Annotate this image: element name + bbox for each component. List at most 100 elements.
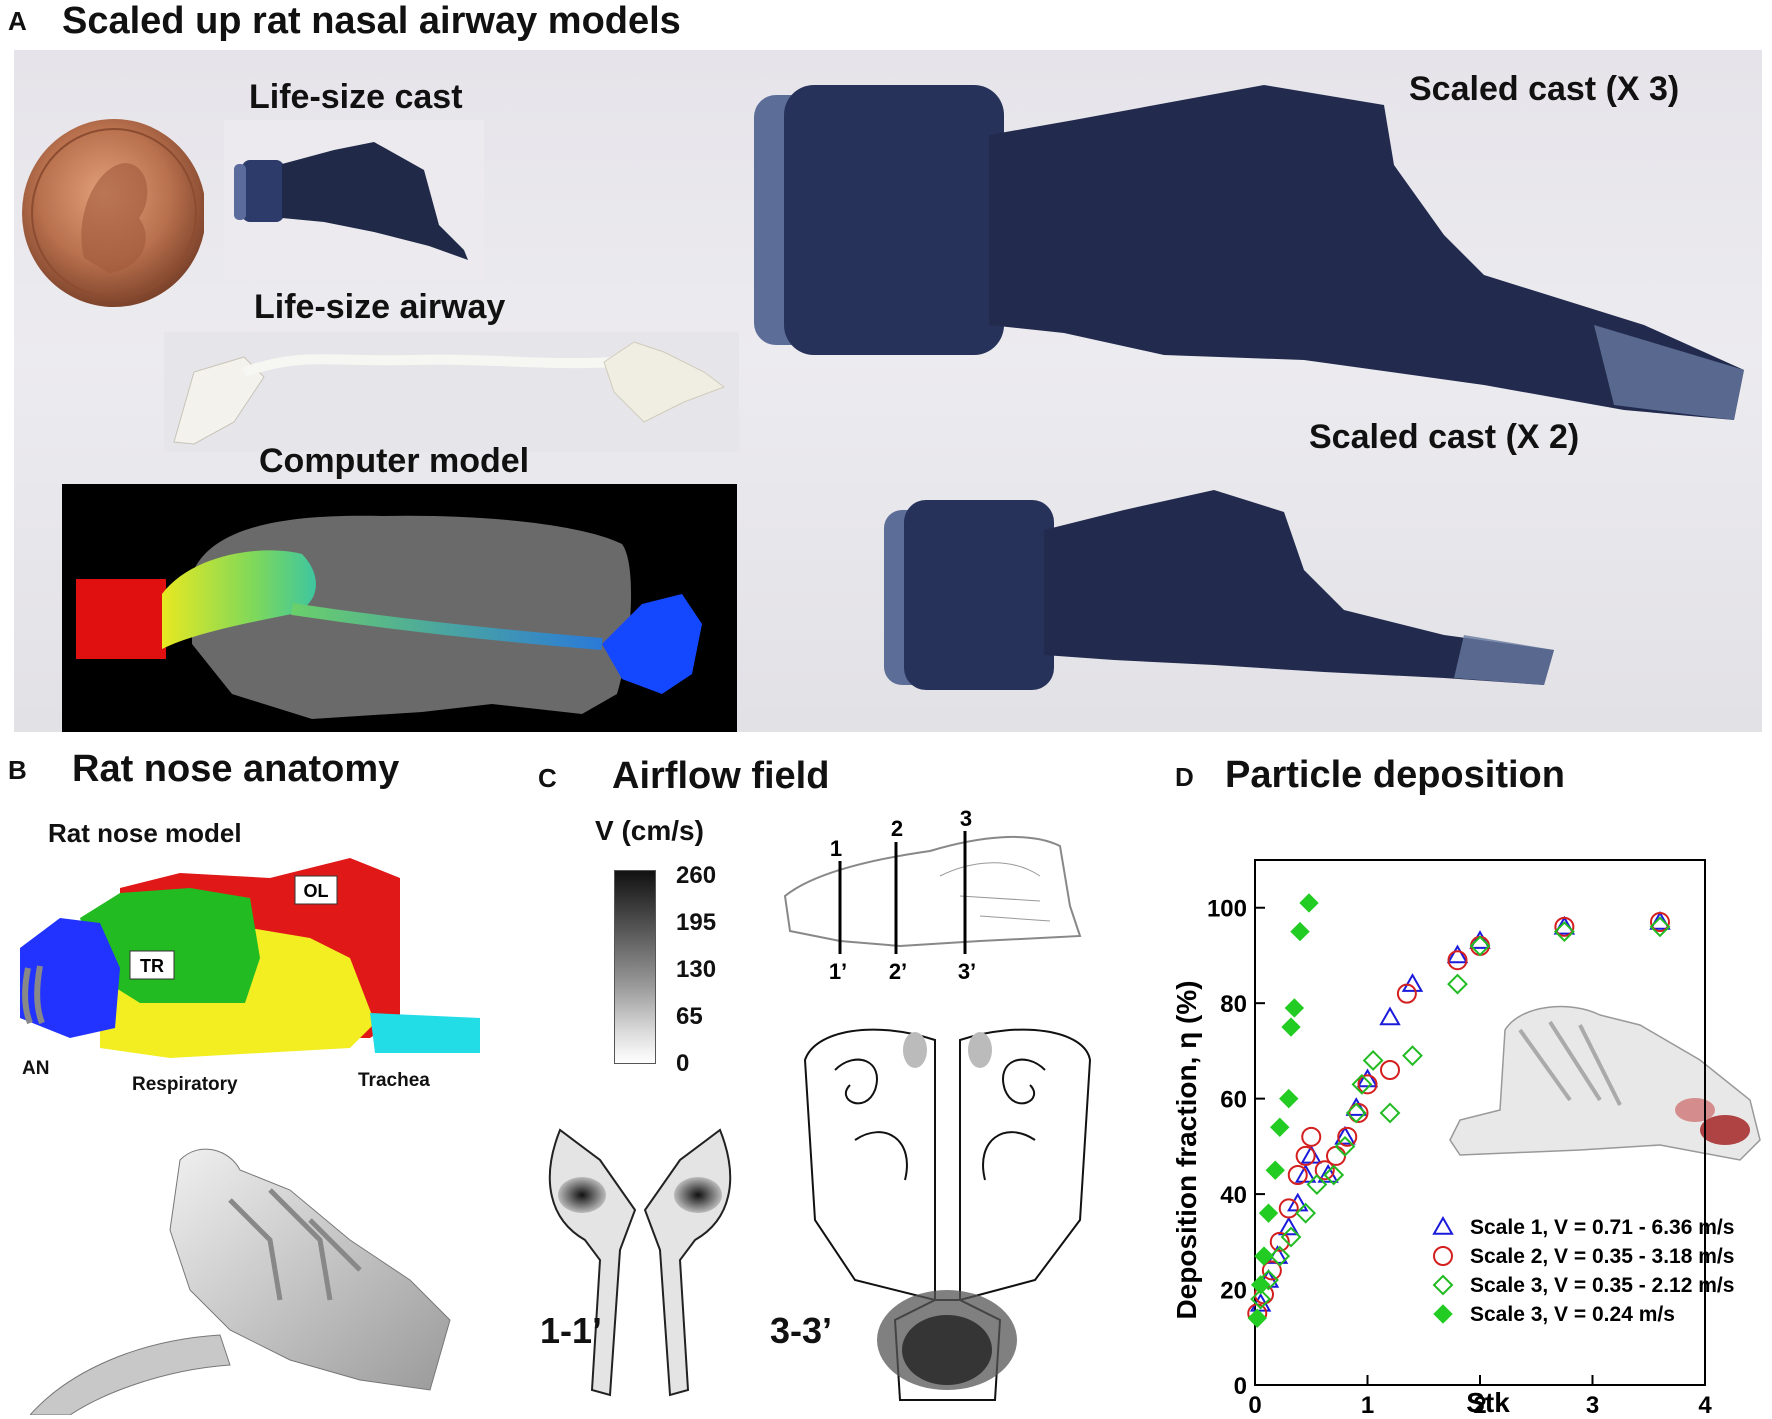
data-point-triangle [1334,1125,1356,1145]
data-point-diamond-filled [1433,1304,1453,1324]
data-point-diamond-open [1432,1274,1454,1296]
data-point-circle [1348,1102,1369,1123]
data-point-diamond-open [1295,1202,1317,1224]
data-point-diamond-filled [1247,1308,1267,1328]
data-point-diamond-open [1334,1135,1356,1157]
data-point-circle [1470,935,1490,956]
y-tick-label: 0 [1234,1373,1247,1400]
data-point-diamond-open [1351,1073,1373,1095]
data-point-diamond-filled [1279,1088,1299,1109]
cross-section-3 [803,1028,1092,1401]
section-location-diagram: 1 2 3 1’ 2’ 3’ [783,806,1082,984]
data-point-diamond-filled [1284,998,1305,1018]
life-size-airway-label: Life-size airway [254,288,506,326]
data-point-diamond-filled [1250,1275,1271,1295]
y-tick-label: 40 [1220,1182,1247,1209]
ol-label: OL [304,881,329,901]
cross-section-1 [548,1128,732,1397]
data-point-diamond-open [1269,1245,1291,1267]
y-tick-label: 80 [1220,991,1247,1018]
panel-b-letter: B [8,755,27,785]
data-point-circle [1314,1160,1335,1181]
legend-entry-label: Scale 2, V = 0.35 - 3.18 m/s [1470,1245,1734,1268]
respiratory-label: Respiratory [132,1074,238,1095]
life-size-airway-photo [164,332,739,452]
data-point-circle [1650,912,1670,933]
data-point-diamond-open [1469,935,1491,957]
data-point-diamond-filled [1270,1117,1290,1137]
deposition-inset-render [1449,1005,1761,1161]
colorbar-title: V (cm/s) [595,815,704,846]
data-point-circle [1287,1165,1308,1185]
colorbar-tick-130: 130 [676,956,717,983]
data-point-triangle [1432,1215,1454,1235]
colorbar-tick-0: 0 [676,1050,690,1077]
life-size-cast-label: Life-size cast [249,78,463,116]
data-point-triangle [1446,944,1469,964]
panel-d-title: Particle deposition [1225,754,1565,796]
data-point-diamond-filled [1254,1246,1274,1266]
data-point-circle [1261,1260,1282,1281]
data-point-diamond-filled [1265,1160,1285,1180]
data-point-diamond-open [1323,1164,1345,1186]
data-point-circle [1269,1231,1290,1252]
data-point-circle [1433,1246,1453,1266]
data-point-circle [1278,1198,1299,1219]
scaled-cast-x2-photo [884,490,1554,690]
data-point-circle [1301,1126,1322,1147]
y-tick-label: 60 [1220,1087,1247,1114]
computer-model-render [62,484,737,732]
x-tick-label: 2 [1473,1392,1486,1419]
rat-nose-model-diagram: OL TR [20,858,480,1058]
x-axis-label: Stk [1466,1387,1510,1418]
data-point-triangle [1294,1163,1317,1183]
section-bottom-1: 1’ [829,959,847,984]
data-point-circle [1447,950,1468,971]
data-point-diamond-open [1345,1102,1367,1124]
trachea-region [370,1013,480,1053]
penny-coin [22,119,204,307]
scaled-cast-x2-label: Scaled cast (X 2) [1309,418,1580,456]
data-point-diamond-filled [1299,893,1319,913]
panel-a-title: Scaled up rat nasal airway models [62,0,681,42]
section-bottom-2: 2’ [889,959,907,984]
data-point-diamond-open [1306,1174,1328,1195]
tr-label: TR [140,956,164,976]
data-point-circle [1396,983,1417,1004]
colorbar-tick-195: 195 [676,909,717,936]
data-point-diamond-open [1250,1288,1272,1310]
data-point-diamond-open [1649,916,1671,938]
cross-section-3-label: 3-3’ [770,1310,833,1351]
legend-entry-label: Scale 1, V = 0.71 - 6.36 m/s [1470,1216,1734,1239]
y-tick-label: 20 [1220,1278,1247,1305]
colorbar-tick-260: 260 [676,862,717,889]
data-point-diamond-open [1402,1045,1423,1067]
panel-d-letter: D [1175,762,1194,792]
data-point-diamond-filled [1258,1203,1279,1223]
data-point-triangle [1401,973,1424,992]
scaled-cast-x3-photo [754,85,1744,420]
y-axis-label: Deposition fraction, η (%) [1171,980,1202,1319]
data-point-circle [1295,1145,1316,1166]
data-point-diamond-filled [1281,1017,1301,1037]
panel-c-letter: C [538,763,557,793]
velocity-colorbar [614,870,656,1064]
section-top-3: 3 [960,806,972,831]
an-region [20,918,120,1038]
y-tick-label: 100 [1207,896,1247,923]
x-tick-label: 1 [1361,1392,1374,1419]
rat-nose-model-title: Rat nose model [48,818,242,848]
section-bottom-3: 3’ [958,959,976,984]
data-point-triangle [1379,1006,1401,1026]
life-size-cast-photo [224,120,484,280]
data-point-diamond-open [1553,921,1575,943]
rat-nose-3d-render [30,1148,451,1415]
section-top-1: 1 [830,836,842,861]
section-top-2: 2 [891,816,903,841]
panel-c-title: Airflow field [612,755,830,797]
an-label: AN [22,1058,50,1079]
tr-region [80,888,260,1003]
legend-entry-label: Scale 3, V = 0.35 - 2.12 m/s [1470,1274,1734,1297]
panel-a-photo: Life-size cast Life-size airway Computer… [14,50,1762,732]
